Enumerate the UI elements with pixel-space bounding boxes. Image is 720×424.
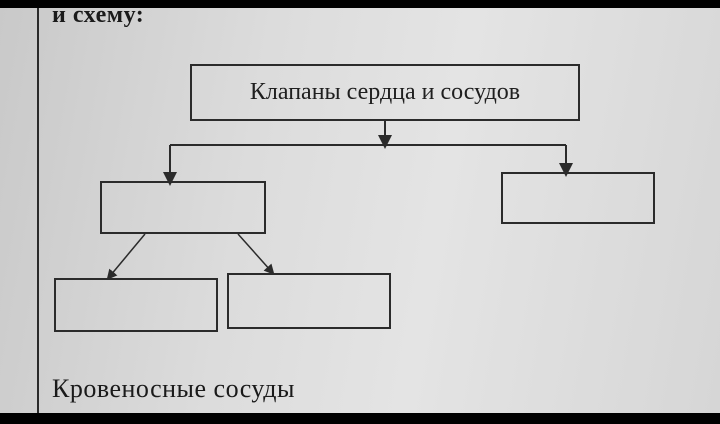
heading-text: и схему: xyxy=(52,8,145,28)
diagram-box-left-right-empty[interactable] xyxy=(227,273,391,329)
sub-left-arrow xyxy=(106,233,146,281)
page-margin-line xyxy=(37,8,39,413)
diagram-connectors xyxy=(106,121,573,281)
diagram-box-left-empty[interactable] xyxy=(100,181,266,234)
sub-right-arrow xyxy=(237,233,275,275)
diagram-box-left-left-empty[interactable] xyxy=(54,278,218,332)
document-photo: и схему: Клапаны сердца и сосудов Кровен… xyxy=(0,8,720,413)
diagram-box-root: Клапаны сердца и сосудов xyxy=(190,64,580,121)
diagram-box-root-label: Клапаны сердца и сосудов xyxy=(249,79,521,105)
diagram-box-right-empty[interactable] xyxy=(501,172,655,224)
section-title-blood-vessels: Кровеносные сосуды xyxy=(52,374,295,403)
